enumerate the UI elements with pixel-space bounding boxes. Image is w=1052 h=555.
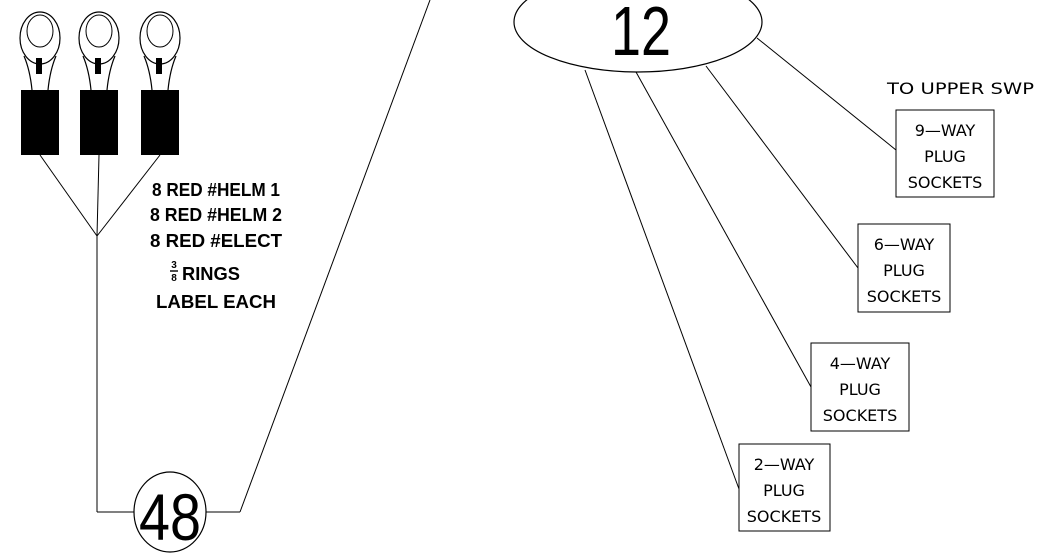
plug-6way-line-2: PLUG [883, 261, 925, 280]
ring-terminal-3 [139, 11, 181, 155]
plug-4way-line-2: PLUG [839, 380, 881, 399]
upper-swp-note: TO UPPER SWP [886, 79, 1035, 98]
plug-box-9way: 9—WAY PLUG SOCKETS [895, 109, 995, 198]
ring-terminal-2 [78, 11, 120, 155]
plug-box-4way: 4—WAY PLUG SOCKETS [810, 342, 910, 432]
ring-size-numerator: 3 [171, 260, 177, 271]
ring-note-line-1: 8 RED #HELM 1 [152, 180, 280, 200]
plug-6way-line-1: 6—WAY [874, 235, 935, 254]
ring-note-line-2: 8 RED #HELM 2 [150, 205, 282, 225]
ring-terminal-1 [19, 11, 61, 155]
ring-size-text: RINGS [182, 264, 240, 284]
plug-2way-line-1: 2—WAY [754, 455, 815, 474]
plug-4way-line-1: 4—WAY [830, 354, 891, 373]
plug-9way-line-2: PLUG [924, 147, 966, 166]
ellipse-12-number: 12 [611, 0, 671, 70]
plug-2way-line-2: PLUG [763, 481, 805, 500]
plug-4way-line-3: SOCKETS [823, 406, 897, 425]
ring-label-note: LABEL EACH [156, 292, 276, 312]
plug-2way-line-3: SOCKETS [747, 507, 821, 526]
plug-6way-line-3: SOCKETS [867, 287, 941, 306]
ring-notes: 8 RED #HELM 1 8 RED #HELM 2 8 RED #ELECT… [150, 180, 282, 312]
ring-wires [39, 0, 431, 513]
plug-wires [584, 37, 897, 490]
ring-note-line-3: 8 RED #ELECT [150, 231, 282, 251]
circle-48: 48 [133, 471, 207, 554]
ellipse-12: 12 [513, 0, 763, 73]
plug-9way-line-1: 9—WAY [915, 121, 976, 140]
plug-box-6way: 6—WAY PLUG SOCKETS [857, 223, 951, 313]
circle-48-number: 48 [139, 480, 201, 554]
plug-box-2way: 2—WAY PLUG SOCKETS [738, 443, 831, 532]
plug-9way-line-3: SOCKETS [908, 173, 982, 192]
ring-size-denominator: 8 [171, 273, 177, 284]
